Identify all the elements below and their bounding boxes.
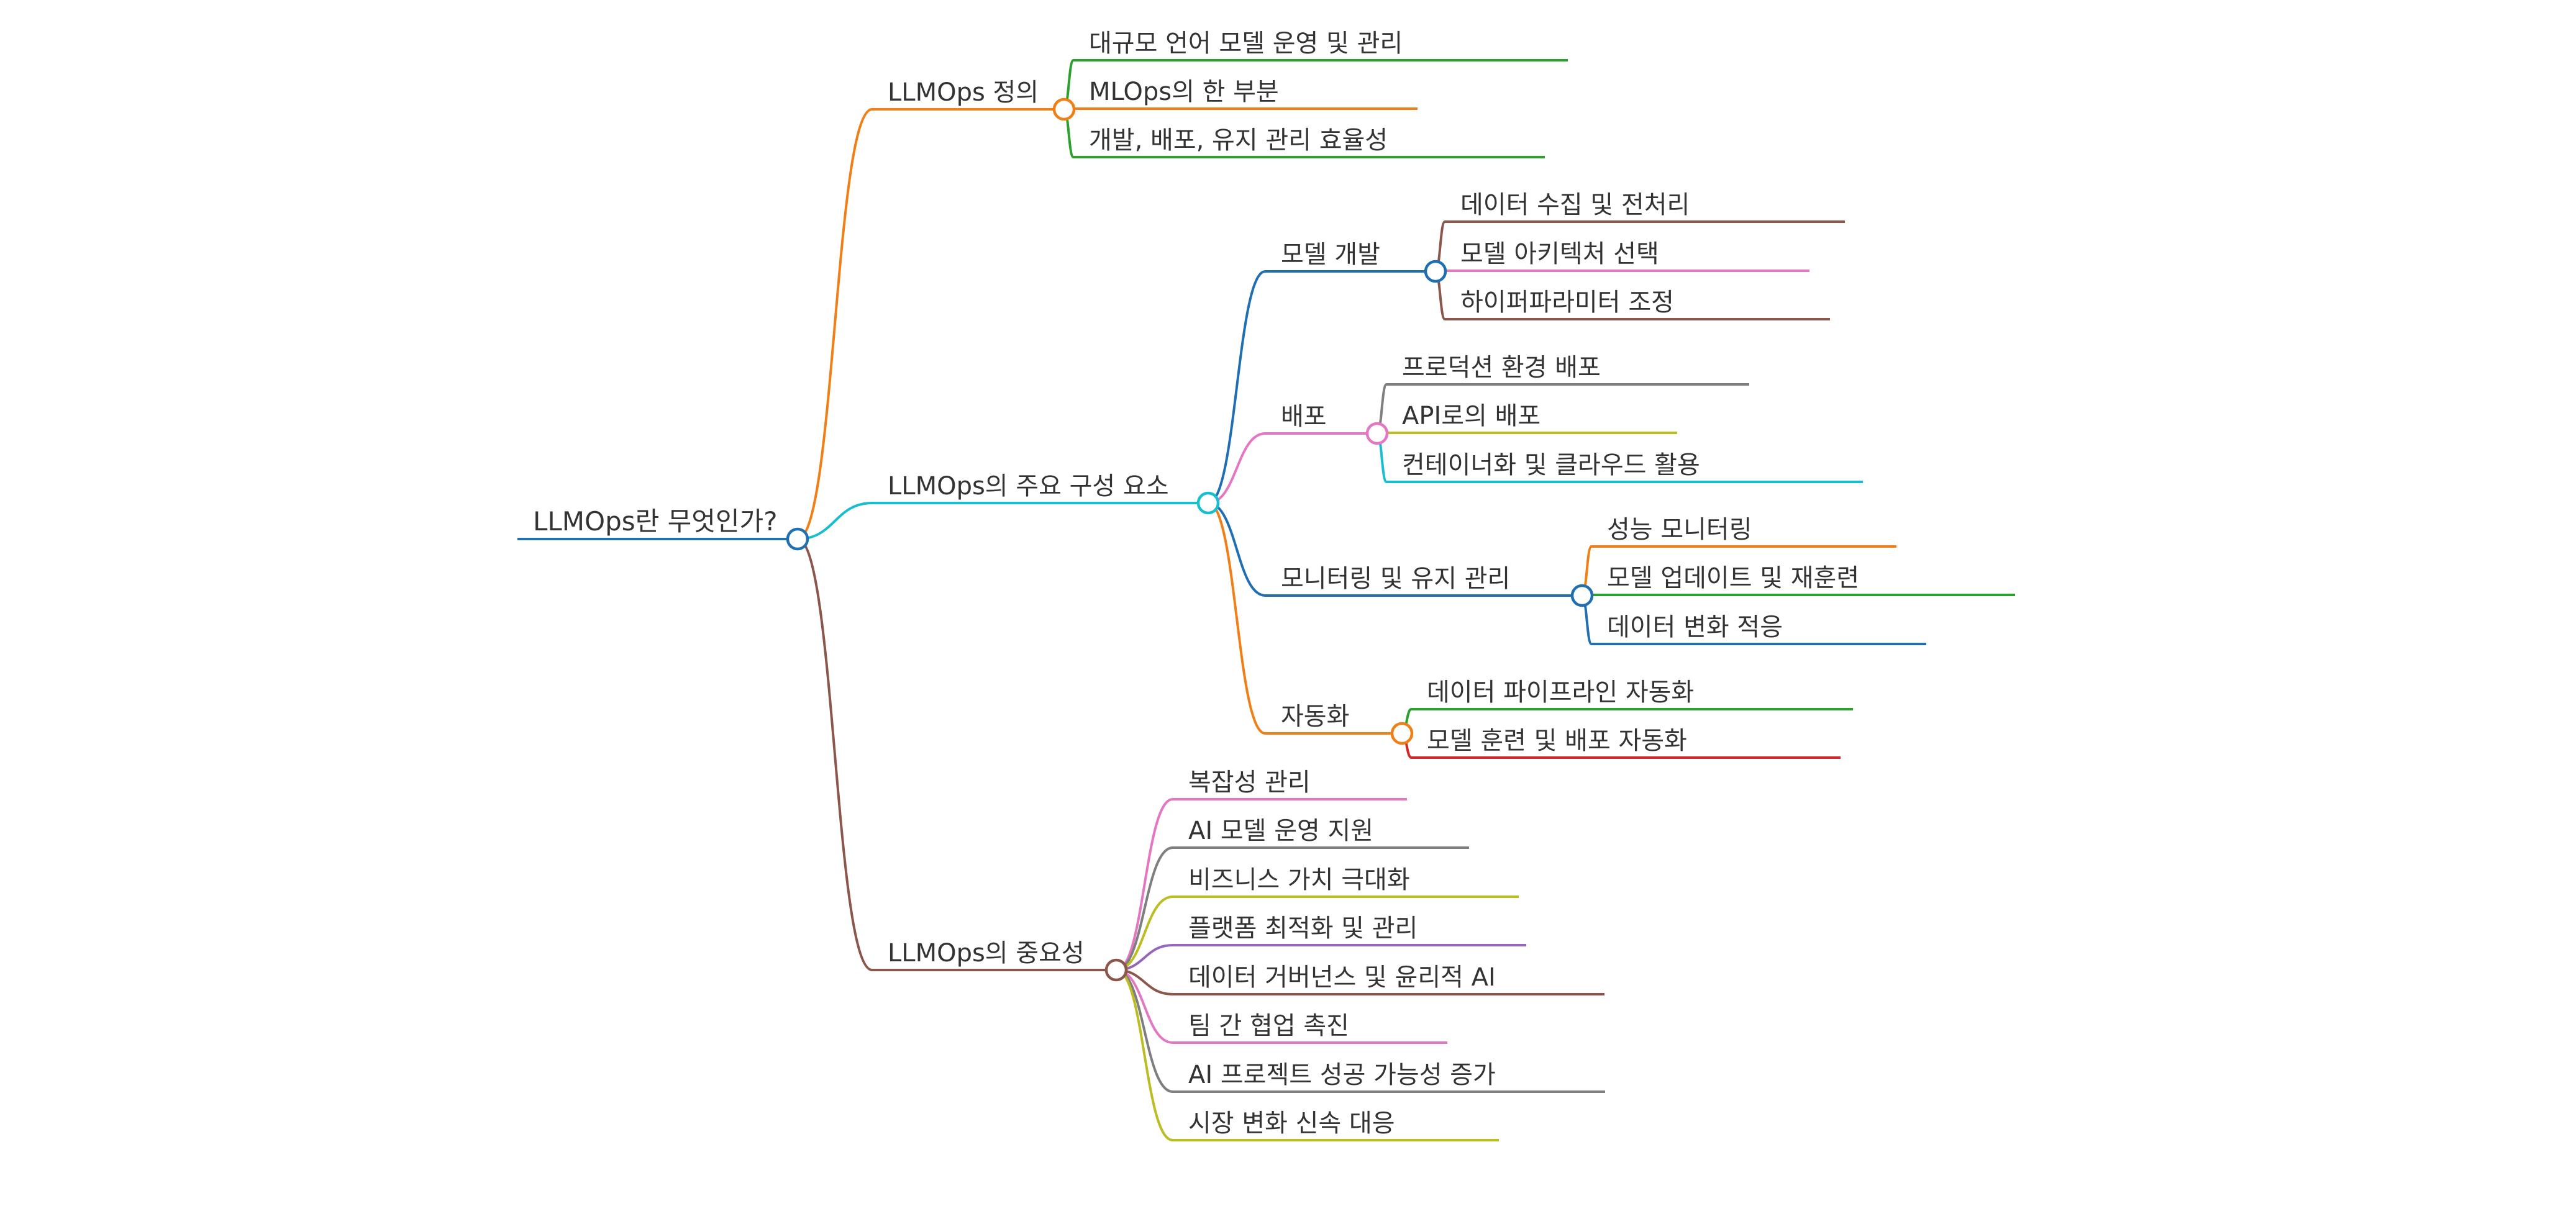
node-label-1-3: 자동화 [1281,702,1349,731]
connector-1-to-1-3 [1208,502,1266,735]
node-label-2-6: AI 프로젝트 성공 가능성 증가 [1188,1061,1496,1089]
connector-2-to-2-1 [1116,846,1173,971]
underline-layer [517,59,2015,1141]
node-label-2-2: 비즈니스 가치 극대화 [1188,866,1410,894]
node-label-1: LLMOps의 주요 구성 요소 [888,472,1169,501]
connector-root-to-0 [797,108,873,540]
node-label-1-1: 배포 [1281,402,1327,431]
connector-1-to-1-0 [1208,270,1266,504]
connector-root-to-1 [797,502,873,540]
label-layer: LLMOps란 무엇인가? LLMOps 정의 대규모 언어 모델 운영 및 관리 M… [533,29,1859,1138]
node-label-2-0: 복잡성 관리 [1188,768,1311,797]
connector-layer [797,59,1593,1141]
node-label-2-1: AI 모델 운영 지원 [1188,817,1373,845]
node-label-0: LLMOps 정의 [888,78,1039,107]
node-label-1-2: 모니터링 및 유지 관리 [1281,564,1510,593]
connector-1-to-1-2 [1208,502,1266,597]
node-dot-layer [786,97,1594,982]
node-label-1-0-0: 데이터 수집 및 전처리 [1460,191,1690,219]
node-label-1-0: 모델 개발 [1281,240,1380,269]
node-label-2-7: 시장 변화 신속 대응 [1188,1109,1395,1138]
node-label-1-3-0: 데이터 파이프라인 자동화 [1427,678,1694,707]
collapse-toggle-0[interactable] [1052,97,1076,121]
node-label-root: LLMOps란 무엇인가? [533,506,777,537]
node-label-1-1-2: 컨테이너화 및 클라우드 활용 [1402,451,1700,479]
collapse-toggle-1-3[interactable] [1390,722,1414,745]
collapse-toggle-1-2[interactable] [1570,584,1594,607]
node-label-0-2: 개발, 배포, 유지 관리 효율성 [1089,126,1388,155]
node-label-0-0: 대규모 언어 모델 운영 및 관리 [1089,29,1403,58]
connector-root-to-2 [797,538,873,971]
node-label-1-2-2: 데이터 변화 적응 [1607,613,1783,641]
node-label-0-1: MLOps의 한 부분 [1089,78,1279,106]
node-label-2-4: 데이터 거버넌스 및 윤리적 AI [1188,963,1496,992]
node-label-1-0-2: 하이퍼파라미터 조정 [1460,288,1674,317]
node-label-2: LLMOps의 중요성 [888,939,1085,968]
collapse-toggle-2[interactable] [1104,958,1128,982]
node-label-1-2-1: 모델 업데이트 및 재훈련 [1607,564,1859,592]
node-label-2-5: 팀 간 협업 촉진 [1188,1012,1349,1040]
collapse-toggle-1-0[interactable] [1424,260,1447,283]
connector-2-to-2-7 [1116,969,1173,1141]
node-label-1-1-1: API로의 배포 [1402,402,1541,430]
node-label-2-3: 플랫폼 최적화 및 관리 [1188,914,1418,943]
node-label-1-1-0: 프로덕션 환경 배포 [1402,353,1601,382]
connector-2-to-2-0 [1116,798,1173,971]
collapse-toggle-1-1[interactable] [1365,422,1389,445]
collapse-toggle-root[interactable] [786,527,809,551]
node-label-1-0-1: 모델 아키텍처 선택 [1460,240,1659,268]
node-label-1-3-1: 모델 훈련 및 배포 자동화 [1427,727,1687,755]
node-label-1-2-0: 성능 모니터링 [1607,515,1752,544]
connector-2-to-2-6 [1116,969,1173,1093]
collapse-toggle-1[interactable] [1196,491,1220,515]
